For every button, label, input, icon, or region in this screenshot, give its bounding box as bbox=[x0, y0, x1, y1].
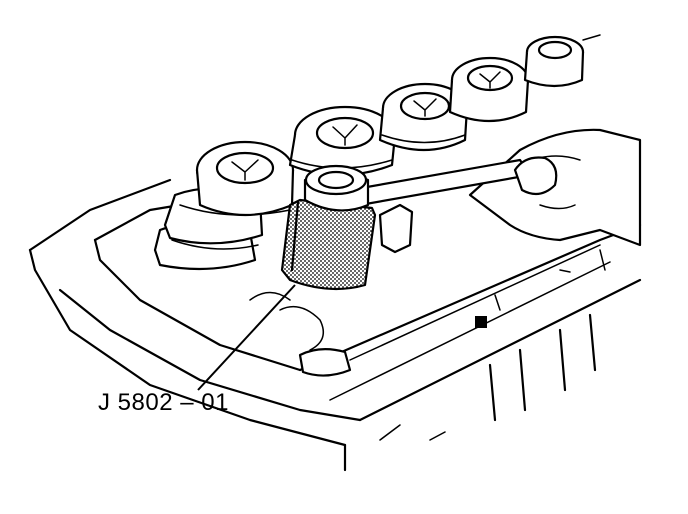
tool-callout-label: J 5802 – 01 bbox=[98, 389, 229, 416]
rocker-assembly-1 bbox=[153, 140, 295, 271]
plug-square bbox=[475, 316, 487, 328]
rocker-assembly-4 bbox=[448, 56, 530, 123]
socket-tool-icon bbox=[280, 164, 377, 291]
pushrod-guide bbox=[378, 203, 414, 254]
rocker-assembly-2 bbox=[288, 105, 397, 177]
boss bbox=[298, 348, 352, 377]
rocker-assembly-3 bbox=[378, 82, 469, 152]
cylinder-head-casting bbox=[28, 178, 642, 472]
rocker-assembly-5 bbox=[523, 34, 601, 88]
hand-icon bbox=[348, 128, 642, 247]
callout-leader bbox=[197, 284, 296, 391]
